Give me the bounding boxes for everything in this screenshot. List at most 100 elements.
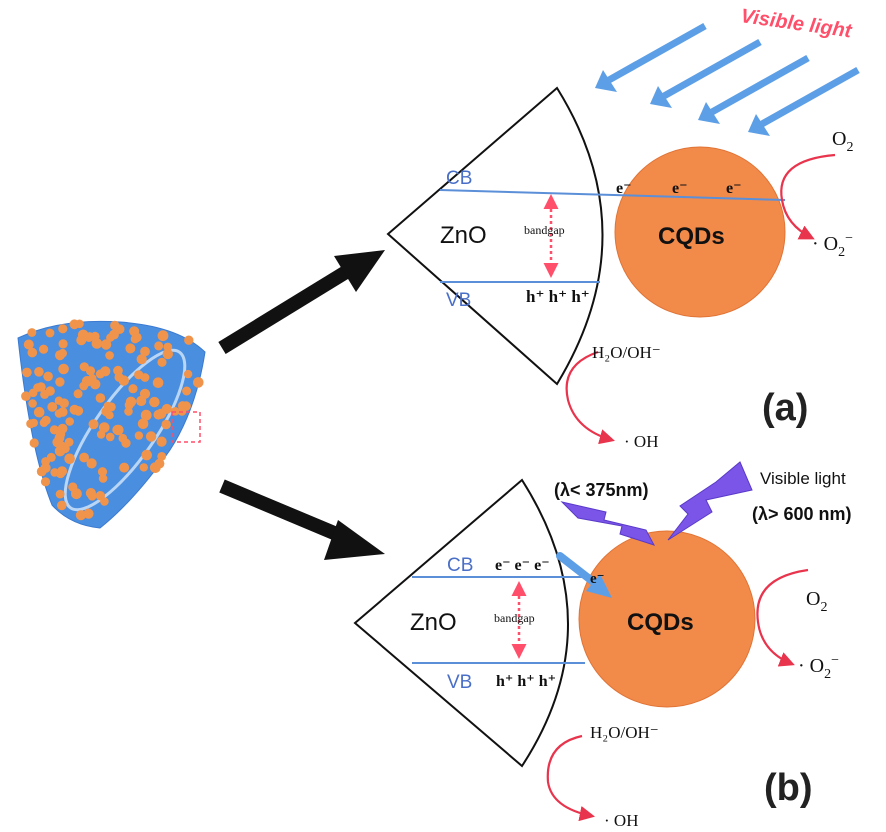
nanoparticle-dots: [21, 319, 204, 521]
cqd-dot: [100, 497, 109, 506]
cqd-dot: [22, 367, 32, 378]
light-arrow: [748, 66, 860, 136]
zno-label-a: ZnO: [440, 222, 487, 249]
cqd-dot: [75, 319, 84, 329]
superoxide-label-a: · O2−: [812, 231, 853, 260]
cqd-dot: [156, 436, 167, 447]
cqd-dot: [73, 389, 83, 399]
cqd-dot: [33, 406, 45, 418]
uv-wavelength-label: (λ< 375nm): [554, 480, 649, 500]
cqd-dot: [60, 443, 70, 454]
hydroxyl-label-b: · OH: [604, 811, 638, 830]
cqd-dot: [100, 366, 111, 377]
cqd-dot: [161, 419, 171, 430]
cqd-dot: [121, 438, 131, 448]
holes-a: h⁺ h⁺ h⁺: [526, 287, 590, 306]
cqd-dot: [95, 393, 106, 403]
cqd-dot: [145, 431, 157, 442]
cqd-dot: [105, 351, 114, 360]
bandgap-label-b: bandgap: [494, 611, 535, 625]
cqd-dot: [36, 382, 46, 392]
cqd-dot: [57, 466, 68, 477]
light-arrow: [595, 22, 707, 92]
cb-line-a: [439, 189, 786, 201]
bandgap-label-a: bandgap: [524, 223, 565, 237]
cqd-dot: [39, 344, 49, 354]
cqd-dot: [49, 425, 60, 435]
electron-transfer-arrow: [556, 552, 612, 598]
cqd-dot: [137, 418, 149, 430]
zno-nanoparticle: [17, 319, 206, 529]
cqd-label-a: CQDs: [658, 223, 725, 250]
cqd-dot: [153, 409, 164, 420]
cqd-dot: [124, 407, 133, 416]
visible-light-label-a: Visible light: [739, 5, 854, 42]
cqd-dot: [58, 363, 69, 375]
panel-tag-b: (b): [764, 767, 813, 809]
light-arrow: [698, 54, 810, 124]
cqd-dot: [47, 402, 58, 412]
cqd-dot: [76, 335, 87, 346]
cqd-dot: [27, 328, 37, 337]
cqd-dot: [65, 417, 74, 426]
cqd-dot: [55, 489, 65, 499]
zno-sector-a: [386, 86, 604, 386]
cqd-dot: [157, 330, 169, 342]
cqd-sphere-b: [578, 530, 756, 708]
water-label-a: H₂O/OH⁻: [592, 343, 661, 362]
vb-label-a: VB: [446, 290, 471, 311]
cqd-dot: [119, 462, 130, 473]
cqd-label-b: CQDs: [627, 609, 694, 636]
cqd-dot: [43, 371, 53, 382]
cqd-dot: [96, 430, 106, 439]
water-curve-b: [546, 734, 596, 822]
electron-a-3: e⁻: [726, 180, 742, 197]
cqd-dot: [29, 438, 39, 448]
cqd-dot: [27, 347, 38, 358]
cqd-dot: [40, 389, 50, 399]
cqd-dot: [154, 341, 164, 351]
panel-b: CB VB ZnO bandgap e⁻ e⁻ e⁻ h⁺ h⁺ h⁺ e⁻ C…: [353, 461, 852, 830]
holes-b: h⁺ h⁺ h⁺: [496, 673, 556, 690]
panel-tag-a: (a): [762, 387, 808, 429]
cqd-dot: [134, 370, 144, 380]
cqd-dot: [54, 433, 65, 443]
cqd-dot: [83, 508, 94, 519]
zoom-box: [171, 411, 201, 443]
vb-label-b: VB: [447, 672, 472, 693]
cqd-dot: [141, 449, 152, 461]
cqd-dot: [40, 477, 51, 487]
cqd-dot: [28, 399, 37, 408]
cqd-dot: [109, 329, 119, 340]
cqd-dot: [193, 377, 204, 388]
cqd-dot: [86, 458, 97, 469]
zno-sector-b: [353, 478, 569, 768]
cqd-dot: [125, 343, 136, 354]
cqd-dot: [55, 377, 65, 387]
cqd-dot: [105, 432, 115, 442]
cqd-dot: [21, 391, 31, 402]
cqd-dot: [152, 377, 164, 389]
cqd-dot: [98, 474, 108, 483]
cqd-dot: [58, 348, 67, 358]
cqd-dot: [132, 332, 142, 343]
cqd-dot: [23, 339, 34, 350]
cqd-dot: [84, 332, 94, 343]
light-arrow: [650, 38, 762, 108]
cqd-sphere-a: [614, 146, 786, 318]
cqd-dot: [75, 510, 86, 521]
cqd-dot: [45, 328, 55, 338]
cqd-dot: [157, 357, 167, 367]
cqd-dot: [64, 453, 75, 465]
cqd-dot: [57, 423, 68, 434]
cqd-dot: [161, 403, 172, 414]
cqd-dot: [69, 404, 80, 415]
cqd-dot: [100, 339, 112, 350]
cqd-dot: [57, 500, 67, 511]
oxygen-label-a: O2: [832, 128, 853, 155]
cqd-dot: [140, 346, 150, 357]
cqd-dot: [71, 488, 82, 500]
nanoparticle-rim: [63, 348, 187, 512]
cqd-dot: [136, 354, 147, 365]
